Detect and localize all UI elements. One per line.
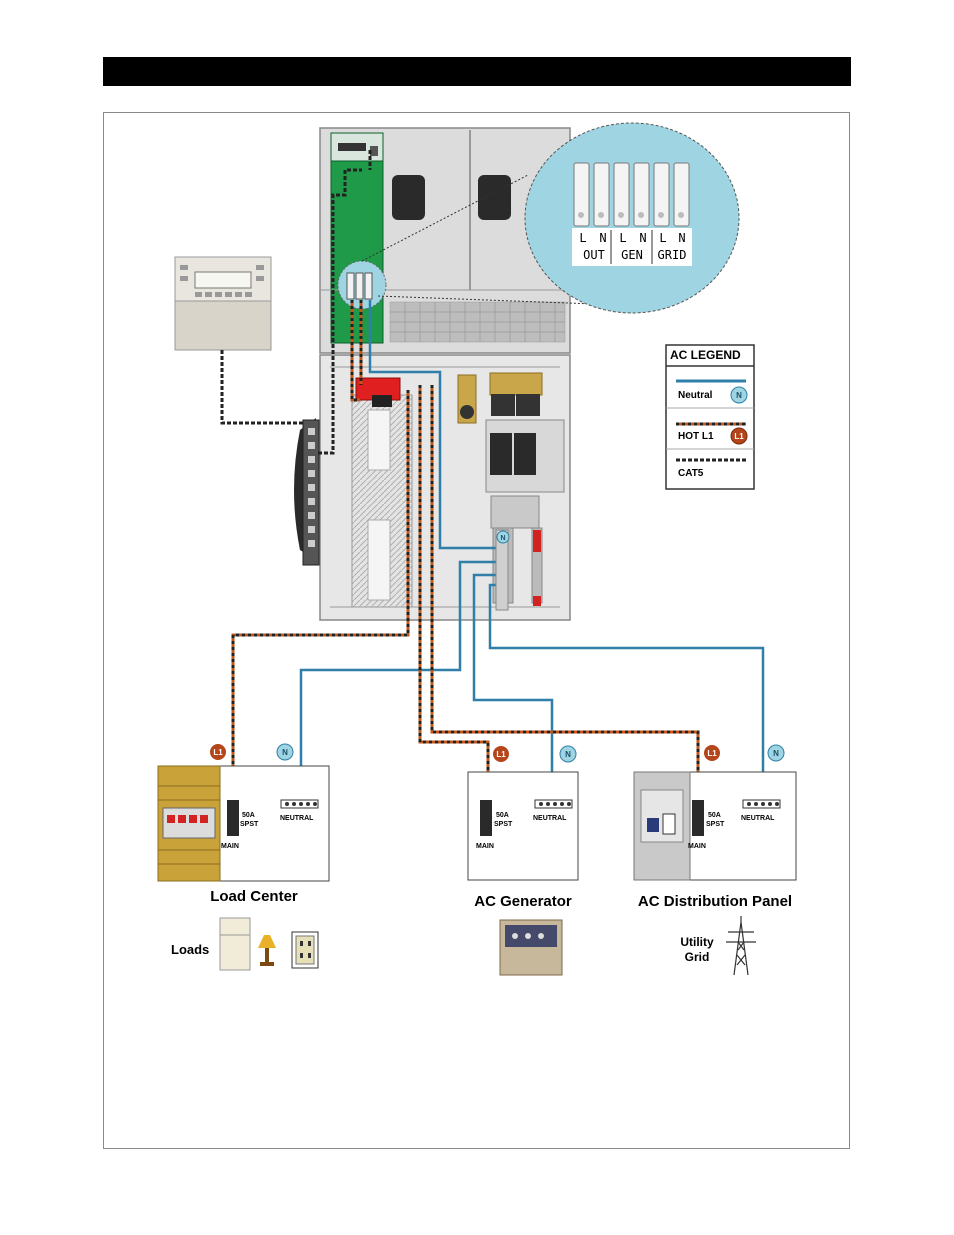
ac-generator-title: AC Generator bbox=[474, 893, 572, 910]
terminal-zoom: L N L N L N OUT GEN GRID bbox=[525, 123, 739, 313]
gen-breaker-rating: 50A bbox=[496, 812, 509, 819]
terminal-group-gen: GEN bbox=[621, 248, 643, 262]
load-main-label: MAIN bbox=[221, 843, 239, 850]
n-badge-load: N bbox=[282, 748, 288, 757]
wiring-box bbox=[320, 355, 570, 620]
ac-distribution-panel: 50A SPST MAIN NEUTRAL AC Distribution Pa… bbox=[634, 772, 796, 975]
power-tower-icon bbox=[726, 916, 756, 975]
load-breaker-rating: 50A bbox=[242, 812, 255, 819]
terminal-letter: L bbox=[619, 231, 626, 245]
load-center-panel: 50A SPST MAIN NEUTRAL Load Center bbox=[158, 766, 329, 905]
fan-left bbox=[392, 175, 425, 220]
utility-caption-line2: Grid bbox=[685, 950, 710, 964]
l1-badge-load: L1 bbox=[213, 748, 223, 757]
load-neutral-label: NEUTRAL bbox=[280, 815, 314, 822]
terminal-group-out: OUT bbox=[583, 248, 605, 262]
terminal-letter: N bbox=[599, 231, 606, 245]
loads-group: Loads bbox=[171, 918, 318, 970]
terminal-letter: N bbox=[639, 231, 646, 245]
bus-neutral-badge: N bbox=[500, 535, 505, 542]
gen-neutral-label: NEUTRAL bbox=[533, 815, 567, 822]
legend-title: AC LEGEND bbox=[670, 348, 741, 362]
legend-cat5-label: CAT5 bbox=[678, 468, 704, 479]
gen-breaker-type: SPST bbox=[494, 821, 513, 828]
legend-neutral-label: Neutral bbox=[678, 390, 713, 401]
fan-right bbox=[478, 175, 511, 220]
dist-breaker-rating: 50A bbox=[708, 812, 721, 819]
legend-hot-label: HOT L1 bbox=[678, 431, 714, 442]
terminal-letter: N bbox=[678, 231, 685, 245]
gen-main-label: MAIN bbox=[476, 843, 494, 850]
load-breaker-type: SPST bbox=[240, 821, 259, 828]
dist-neutral-label: NEUTRAL bbox=[741, 815, 775, 822]
comm-manager bbox=[294, 418, 319, 565]
dist-breaker-type: SPST bbox=[706, 821, 725, 828]
l1-badge-dist: L1 bbox=[707, 749, 717, 758]
legend-hot-badge: L1 bbox=[734, 432, 744, 441]
load-center-title: Load Center bbox=[210, 888, 298, 905]
refrigerator-icon bbox=[220, 918, 250, 970]
remote-display bbox=[175, 257, 271, 350]
terminal-letter: L bbox=[659, 231, 666, 245]
ac-generator-panel: 50A SPST MAIN NEUTRAL AC Generator bbox=[468, 772, 578, 975]
n-badge-gen: N bbox=[565, 750, 571, 759]
terminal-letter: L bbox=[579, 231, 586, 245]
ac-distribution-title: AC Distribution Panel bbox=[638, 893, 792, 910]
lamp-icon bbox=[258, 935, 276, 948]
l1-badge-gen: L1 bbox=[496, 750, 506, 759]
loads-caption: Loads bbox=[171, 942, 209, 957]
control-board bbox=[331, 133, 383, 343]
n-badge-dist: N bbox=[773, 749, 779, 758]
utility-caption-line1: Utility bbox=[680, 935, 714, 949]
dist-main-label: MAIN bbox=[688, 843, 706, 850]
terminal-group-grid: GRID bbox=[658, 248, 687, 262]
ac-legend: AC LEGEND Neutral N HOT L1 L1 CAT5 bbox=[666, 345, 754, 489]
legend-neutral-badge: N bbox=[736, 391, 742, 400]
